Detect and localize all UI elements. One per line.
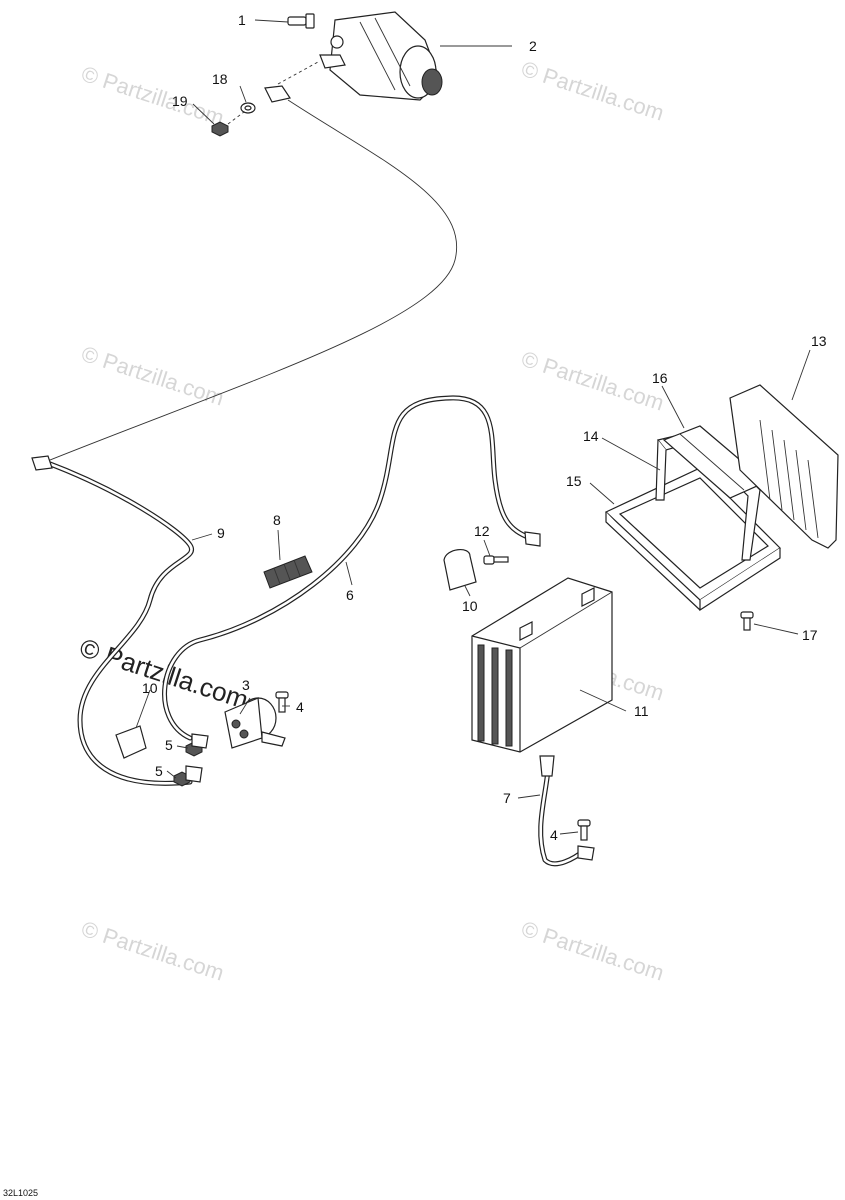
screw-part-17 [740, 611, 754, 631]
callout-11: 11 [634, 703, 649, 719]
starter-wire [44, 99, 458, 463]
screw-part-12 [483, 555, 509, 565]
leader-lines [135, 19, 811, 835]
solenoid-part-3 [224, 697, 286, 749]
cap-part-10 [443, 549, 477, 591]
cable-terminal [185, 765, 203, 783]
battery-tray-part-15 [604, 467, 781, 612]
watermark: © Partzilla.com [78, 61, 227, 131]
callout-12: 12 [474, 523, 490, 539]
cable-terminal [191, 733, 209, 749]
callout-3: 3 [242, 677, 250, 693]
screw-part-4 [577, 819, 591, 841]
callout-10: 10 [142, 680, 158, 696]
callout-17: 17 [802, 627, 818, 643]
diagram-code: 32L1025 [3, 1188, 38, 1198]
cap-part-10 [115, 725, 147, 759]
watermark: © Partzilla.com [518, 56, 667, 126]
cable-part-6 [162, 395, 541, 741]
callout-13: 13 [811, 333, 827, 349]
battery-part-11 [471, 577, 613, 753]
callout-6: 6 [346, 587, 354, 603]
nut-part-19 [211, 121, 229, 137]
sleeve-part-8 [263, 555, 313, 589]
callout-14: 14 [583, 428, 599, 444]
callout-5: 5 [155, 763, 163, 779]
callout-8: 8 [273, 512, 281, 528]
callout-4: 4 [296, 699, 304, 715]
callout-5: 5 [165, 737, 173, 753]
callout-18: 18 [212, 71, 228, 87]
callout-2: 2 [529, 38, 537, 54]
screw-part-4 [275, 691, 289, 713]
callout-16: 16 [652, 370, 668, 386]
cover-part-13 [729, 384, 839, 549]
callout-1: 1 [238, 12, 246, 28]
watermark: © Partzilla.com [78, 916, 227, 986]
callout-9: 9 [217, 525, 225, 541]
callouts: 1 2 3 4 4 5 5 6 7 8 9 10 10 11 12 13 14 … [142, 12, 827, 843]
washer-part-18 [240, 102, 256, 114]
starter-motor-part-2 [319, 11, 443, 101]
cable-part-7 [538, 755, 595, 867]
leader-line [277, 61, 319, 85]
cable-part-9 [31, 455, 194, 786]
bolt-part-1 [287, 13, 315, 29]
callout-7: 7 [503, 790, 511, 806]
watermark: © Partzilla.com [518, 346, 667, 416]
callout-19: 19 [172, 93, 188, 109]
leader-line [227, 111, 245, 125]
callout-10: 10 [462, 598, 478, 614]
watermark: © Partzilla.com [518, 916, 667, 986]
terminal-plate [264, 85, 291, 103]
callout-4: 4 [550, 827, 558, 843]
callout-15: 15 [566, 473, 582, 489]
